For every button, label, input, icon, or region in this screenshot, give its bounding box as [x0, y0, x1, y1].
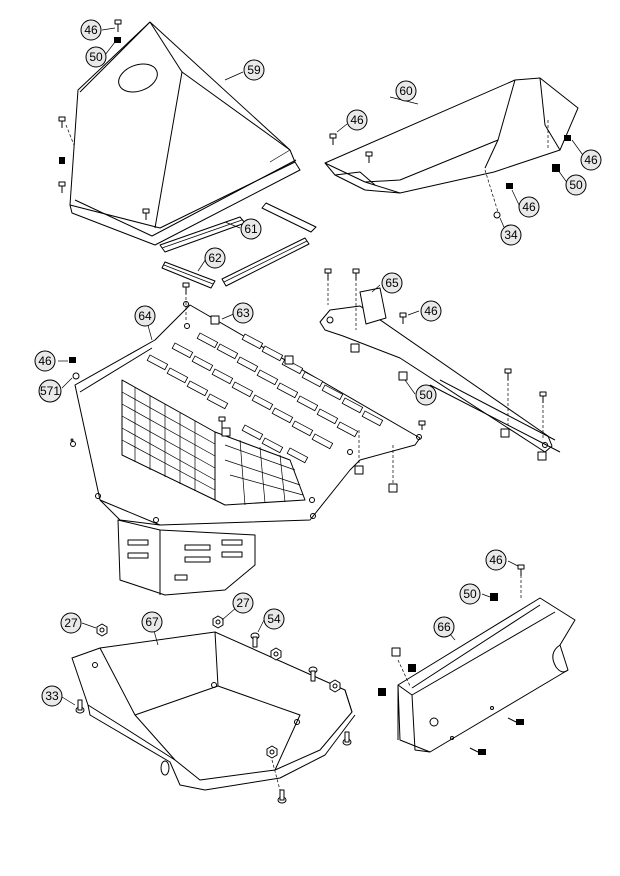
svg-text:61: 61: [244, 222, 258, 236]
callout-59: 59: [243, 59, 265, 81]
callout-34: 34: [500, 224, 522, 246]
svg-text:50: 50: [89, 50, 103, 64]
svg-text:50: 50: [569, 178, 583, 192]
callout-46-a: 46: [80, 19, 102, 41]
svg-text:46: 46: [522, 200, 536, 214]
svg-text:60: 60: [399, 84, 413, 98]
grate-slots-top: [146, 332, 384, 464]
svg-text:46: 46: [350, 113, 364, 127]
callout-46-d: 46: [518, 196, 540, 218]
svg-text:33: 33: [45, 689, 59, 703]
part-67-fasteners: [75, 615, 352, 804]
callout-27-b: 27: [232, 592, 254, 614]
callout-65: 65: [381, 272, 403, 294]
svg-text:54: 54: [267, 612, 281, 626]
svg-text:67: 67: [145, 615, 159, 629]
svg-text:571: 571: [40, 384, 60, 398]
callout-50-c: 50: [415, 384, 437, 406]
part-61-strip-b: [261, 202, 317, 233]
lower-hopper: [117, 519, 256, 596]
part-60-fasteners: [329, 120, 571, 219]
svg-text:62: 62: [208, 251, 222, 265]
callout-64: 64: [134, 305, 156, 327]
callout-61: 61: [240, 218, 262, 240]
part-66-side-panel: [397, 597, 576, 753]
svg-text:65: 65: [385, 276, 399, 290]
svg-text:66: 66: [437, 620, 451, 634]
part-65-bracket: [319, 278, 561, 453]
callout-54: 54: [263, 608, 285, 630]
svg-text:27: 27: [64, 616, 78, 630]
part-67-lower-pan: [71, 631, 356, 791]
callout-46-b: 46: [346, 109, 368, 131]
svg-text:64: 64: [138, 309, 152, 323]
callout-66: 66: [433, 616, 455, 638]
callout-33: 33: [41, 685, 63, 707]
svg-text:46: 46: [584, 153, 598, 167]
callout-50-d: 50: [459, 583, 481, 605]
svg-text:50: 50: [419, 388, 433, 402]
part-66-fasteners: [378, 564, 525, 755]
callout-63: 63: [232, 302, 254, 324]
callout-46-g: 46: [485, 549, 507, 571]
svg-text:46: 46: [489, 553, 503, 567]
callout-67: 67: [141, 611, 163, 633]
callout-46-e: 46: [420, 300, 442, 322]
callout-46-c: 46: [580, 149, 602, 171]
part-62-strip: [161, 261, 216, 289]
svg-text:46: 46: [424, 304, 438, 318]
svg-text:27: 27: [236, 596, 250, 610]
part-64-fasteners: [69, 282, 426, 523]
part-60-chute-cover: [324, 77, 579, 194]
part-64-grate-housing: [69, 282, 426, 596]
part-59-hopper-cover: [69, 21, 301, 246]
part-65-fasteners: [324, 268, 547, 461]
svg-text:59: 59: [247, 63, 261, 77]
svg-text:34: 34: [504, 228, 518, 242]
part-59-screws: [58, 19, 150, 220]
callout-50-a: 50: [85, 46, 107, 68]
part-62-strip-b: [221, 237, 310, 287]
svg-text:50: 50: [463, 587, 477, 601]
callout-27-a: 27: [60, 612, 82, 634]
callout-62: 62: [204, 247, 226, 269]
callout-50-b: 50: [565, 174, 587, 196]
callout-571: 571: [38, 379, 62, 403]
svg-text:63: 63: [236, 306, 250, 320]
grate-lattice-left: [121, 379, 306, 506]
svg-text:46: 46: [84, 23, 98, 37]
callout-60: 60: [395, 80, 417, 102]
svg-text:46: 46: [38, 354, 52, 368]
callout-46-f: 46: [34, 350, 56, 372]
